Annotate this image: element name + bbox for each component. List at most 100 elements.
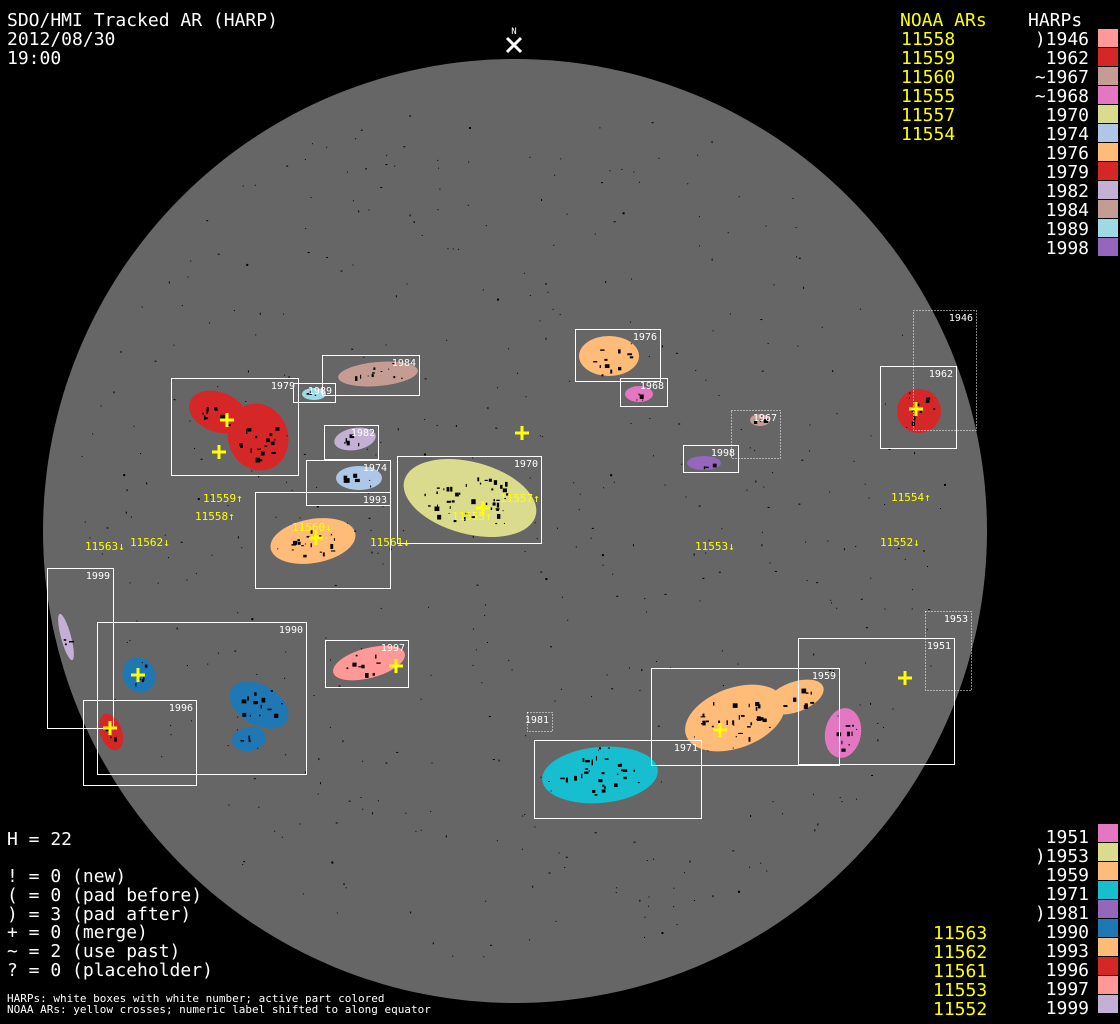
sunspot: [338, 685, 341, 687]
sunspot: [909, 392, 911, 395]
sunspot: [521, 848, 523, 850]
sunspot: [187, 276, 189, 278]
sunspot: [832, 370, 834, 373]
sunspot: [911, 589, 913, 591]
harp-active-region: [334, 427, 376, 451]
harp-box[interactable]: [925, 611, 972, 691]
harp-box[interactable]: [293, 383, 336, 403]
sunspot: [738, 714, 740, 720]
sunspot: [648, 896, 650, 898]
noaa-equator-label: 11563↓: [85, 540, 125, 553]
harp-box[interactable]: [325, 640, 409, 688]
sunspot: [705, 552, 707, 554]
sunspot: [933, 408, 936, 410]
sunspot: [482, 289, 484, 291]
harp-box[interactable]: [731, 410, 781, 459]
harp-box[interactable]: [322, 355, 420, 396]
sunspot: [615, 892, 617, 894]
sunspot: [274, 438, 276, 441]
sunspot: [346, 522, 348, 524]
sunspot: [319, 782, 321, 785]
noaa-equator-label: 11554↑: [891, 491, 931, 504]
sunspot: [832, 670, 834, 673]
sunspot: [803, 705, 808, 709]
sunspot: [699, 600, 701, 602]
sunspot: [814, 829, 816, 832]
harp-box[interactable]: [171, 378, 299, 476]
harp-box[interactable]: [397, 456, 542, 544]
harp-box[interactable]: [798, 638, 955, 765]
sunspot: [729, 313, 731, 315]
sunspot: [556, 527, 558, 529]
sunspot: [925, 399, 930, 403]
sunspot: [305, 227, 307, 229]
sunspot: [348, 800, 351, 802]
sunspot: [618, 366, 622, 371]
harp-color-swatch: [1098, 957, 1118, 975]
sunspot: [639, 899, 641, 902]
harp-box[interactable]: [651, 668, 840, 766]
noaa-equator-label: 11555↑: [452, 510, 492, 523]
sunspot: [902, 334, 904, 336]
harp-box[interactable]: [880, 366, 957, 449]
noaa-cross-icon: [515, 426, 529, 440]
sunspot: [804, 703, 808, 707]
sunspot: [436, 491, 438, 495]
harp-box[interactable]: [575, 329, 661, 382]
sunspot: [481, 682, 483, 684]
sunspot: [311, 143, 313, 145]
sunspot: [413, 221, 415, 224]
sunspot: [368, 209, 370, 211]
sunspot: [434, 506, 440, 512]
sunspot: [318, 758, 320, 761]
sunspot: [471, 499, 476, 505]
harp-box[interactable]: [306, 460, 391, 506]
noaa-cross-icon: [309, 531, 323, 545]
sunspot: [649, 418, 651, 420]
sunspot: [594, 233, 596, 235]
sunspot: [375, 654, 377, 659]
harp-box[interactable]: [255, 492, 391, 589]
sunspot: [534, 826, 536, 828]
harp-legend-item: )1953: [1034, 846, 1089, 867]
harp-box[interactable]: [534, 740, 702, 819]
sunspot: [330, 550, 336, 552]
harp-active-region: [58, 613, 74, 661]
harp-box[interactable]: [620, 378, 668, 407]
sunspot: [702, 720, 706, 726]
harp-box[interactable]: [97, 622, 307, 775]
sunspot: [610, 369, 613, 374]
sunspot: [795, 227, 797, 229]
sunspot: [884, 403, 886, 405]
harp-box-label: 1946: [949, 313, 973, 324]
sunspot: [732, 850, 735, 852]
sunspot: [352, 264, 354, 266]
sunspot: [485, 900, 487, 902]
sunspot: [859, 308, 861, 310]
sunspot: [436, 424, 438, 426]
sunspot: [748, 703, 750, 708]
sunspot: [617, 764, 623, 767]
sunspot: [206, 220, 209, 222]
sunspot: [792, 197, 794, 199]
sunspot: [926, 629, 928, 631]
sunspot: [477, 477, 480, 482]
sunspot: [693, 736, 695, 738]
sunspot: [748, 737, 751, 742]
harp-box[interactable]: [47, 568, 114, 729]
harp-box[interactable]: [324, 425, 379, 460]
harp-box[interactable]: [913, 310, 977, 431]
harp-box[interactable]: [83, 700, 197, 786]
sunspot: [892, 708, 894, 710]
sunspot: [534, 522, 536, 524]
sunspot: [260, 704, 262, 709]
sunspot: [472, 535, 474, 538]
harp-box[interactable]: [527, 712, 553, 732]
sunspot: [309, 390, 312, 396]
sunspot: [495, 523, 498, 525]
sunspot: [841, 801, 843, 803]
sunspot: [598, 779, 603, 783]
